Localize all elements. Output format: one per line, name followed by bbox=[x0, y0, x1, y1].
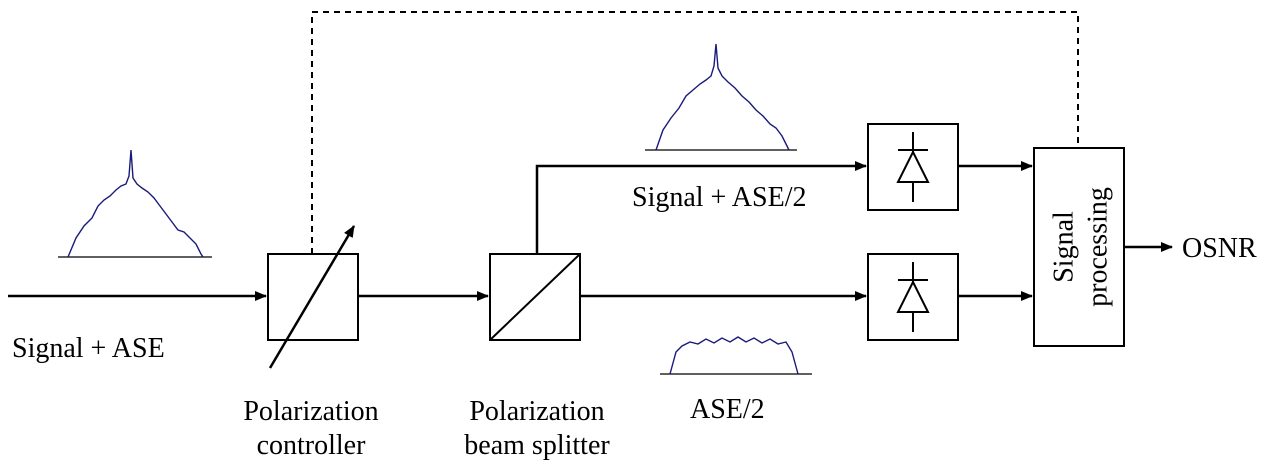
signal-processing-label-2: processing bbox=[1082, 187, 1113, 307]
upper-branch-line bbox=[535, 161, 867, 254]
lower-branch-label: ASE/2 bbox=[690, 394, 765, 425]
lower-spectrum-icon bbox=[660, 336, 812, 375]
feedback-dashed-line bbox=[311, 11, 1079, 254]
polarization-controller-label-2: controller bbox=[257, 430, 367, 461]
upper-spectrum-icon bbox=[645, 43, 797, 151]
controller-arrow bbox=[268, 225, 356, 369]
output-label: OSNR bbox=[1182, 233, 1257, 264]
upper-branch-label: Signal + ASE/2 bbox=[632, 182, 806, 213]
splitter-diagonal bbox=[489, 253, 581, 341]
upper-photodiode-icon bbox=[896, 132, 930, 202]
beam-splitter-label-2: beam splitter bbox=[464, 430, 610, 461]
signal-processing-box bbox=[1033, 147, 1125, 347]
lower-photodiode-icon bbox=[896, 262, 930, 332]
input-label: Signal + ASE bbox=[12, 333, 165, 364]
signal-processing-label-1: Signal bbox=[1048, 211, 1079, 283]
polarization-controller-label-1: Polarization bbox=[243, 396, 378, 427]
input-spectrum-icon bbox=[58, 149, 212, 258]
beam-splitter-label-1: Polarization bbox=[469, 396, 604, 427]
